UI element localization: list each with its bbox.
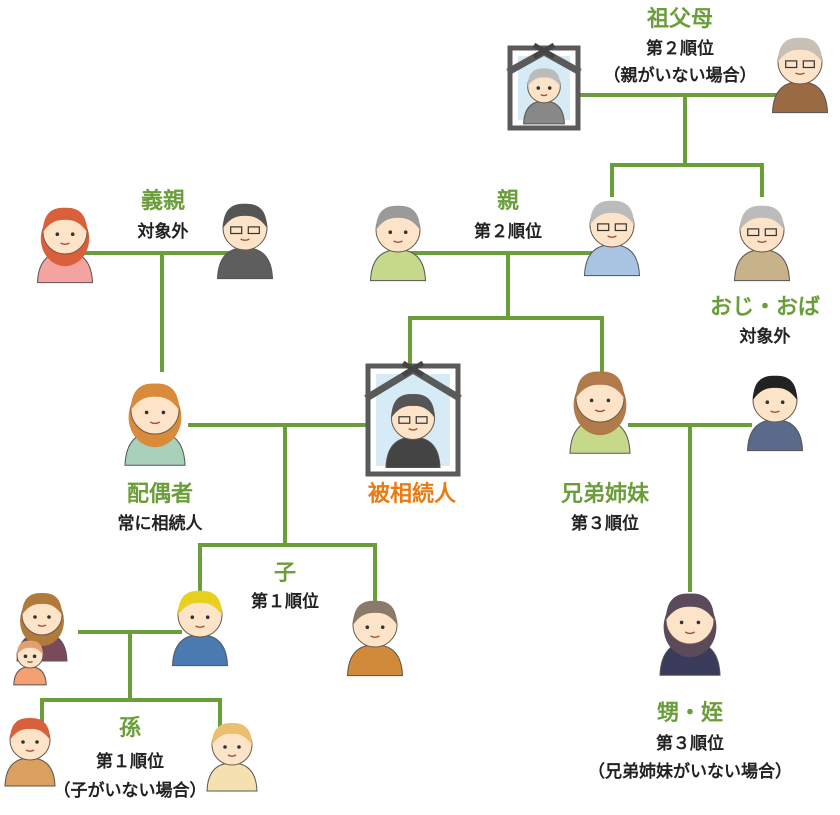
- label-rank: 対象外: [137, 221, 189, 242]
- father-in-law: [216, 203, 274, 280]
- deceased-memorial-photo-portrait: [385, 394, 441, 469]
- label-title: 甥・姪: [657, 700, 723, 726]
- niece: [659, 593, 721, 676]
- grandchild-baby: [206, 722, 258, 792]
- connector-lines: [40, 93, 797, 727]
- label-rank: 第３順位: [571, 513, 639, 534]
- mother: [369, 205, 427, 282]
- label-rank: 第１順位: [96, 751, 164, 772]
- grandchild-baby-held: [13, 640, 47, 686]
- label-note: （子がいない場合）: [54, 780, 207, 801]
- sister-husband: [746, 375, 804, 452]
- label-children: 子 第１順位: [251, 561, 319, 612]
- label-spouse: 配偶者 常に相続人: [118, 482, 204, 534]
- child-daughter-in-law: [16, 592, 68, 662]
- uncle: [733, 205, 791, 282]
- father: [583, 200, 641, 277]
- label-uncle-aunt: おじ・おば 対象外: [710, 295, 820, 347]
- label-parents: 親 第２順位: [474, 189, 542, 242]
- label-rank: 第１順位: [251, 591, 319, 612]
- daughter: [346, 600, 404, 677]
- label-title: 孫: [119, 715, 141, 741]
- grandmother-memorial-photo: [506, 42, 582, 131]
- label-grandchildren: 孫 第１順位 （子がいない場合）: [54, 715, 207, 801]
- people: [4, 37, 829, 792]
- label-title: 祖父母: [647, 7, 713, 32]
- mother-in-law: [36, 207, 94, 284]
- label-title: おじ・おば: [710, 295, 820, 320]
- label-title: 子: [274, 561, 296, 586]
- label-siblings: 兄弟姉妹 第３順位: [560, 481, 650, 534]
- grandmother-memorial-photo-portrait: [523, 68, 565, 125]
- label-note: （兄弟姉妹がいない場合）: [588, 761, 792, 782]
- label-deceased: 被相続人: [368, 481, 456, 507]
- grandfather: [771, 37, 829, 114]
- son: [171, 590, 229, 667]
- label-title: 義親: [141, 188, 185, 214]
- sister: [569, 371, 631, 454]
- label-rank: 常に相続人: [118, 513, 204, 534]
- grandchild-boy: [4, 717, 56, 787]
- label-note: （親がいない場合）: [604, 65, 757, 86]
- label-nephew-niece: 甥・姪 第３順位 （兄弟姉妹がいない場合）: [588, 700, 792, 782]
- label-in-laws: 義親 対象外: [137, 188, 189, 242]
- label-rank: 第２順位: [646, 38, 714, 59]
- deceased-memorial-photo: [364, 360, 462, 477]
- spouse: [124, 383, 186, 466]
- label-rank: 第３順位: [656, 733, 724, 754]
- label-title: 兄弟姉妹: [560, 481, 650, 507]
- label-rank: 対象外: [739, 326, 791, 347]
- label-title: 配偶者: [127, 482, 193, 507]
- label-grandparents: 祖父母 第２順位 （親がいない場合）: [604, 7, 757, 86]
- label-title: 親: [497, 189, 519, 214]
- label-rank: 第２順位: [474, 221, 542, 242]
